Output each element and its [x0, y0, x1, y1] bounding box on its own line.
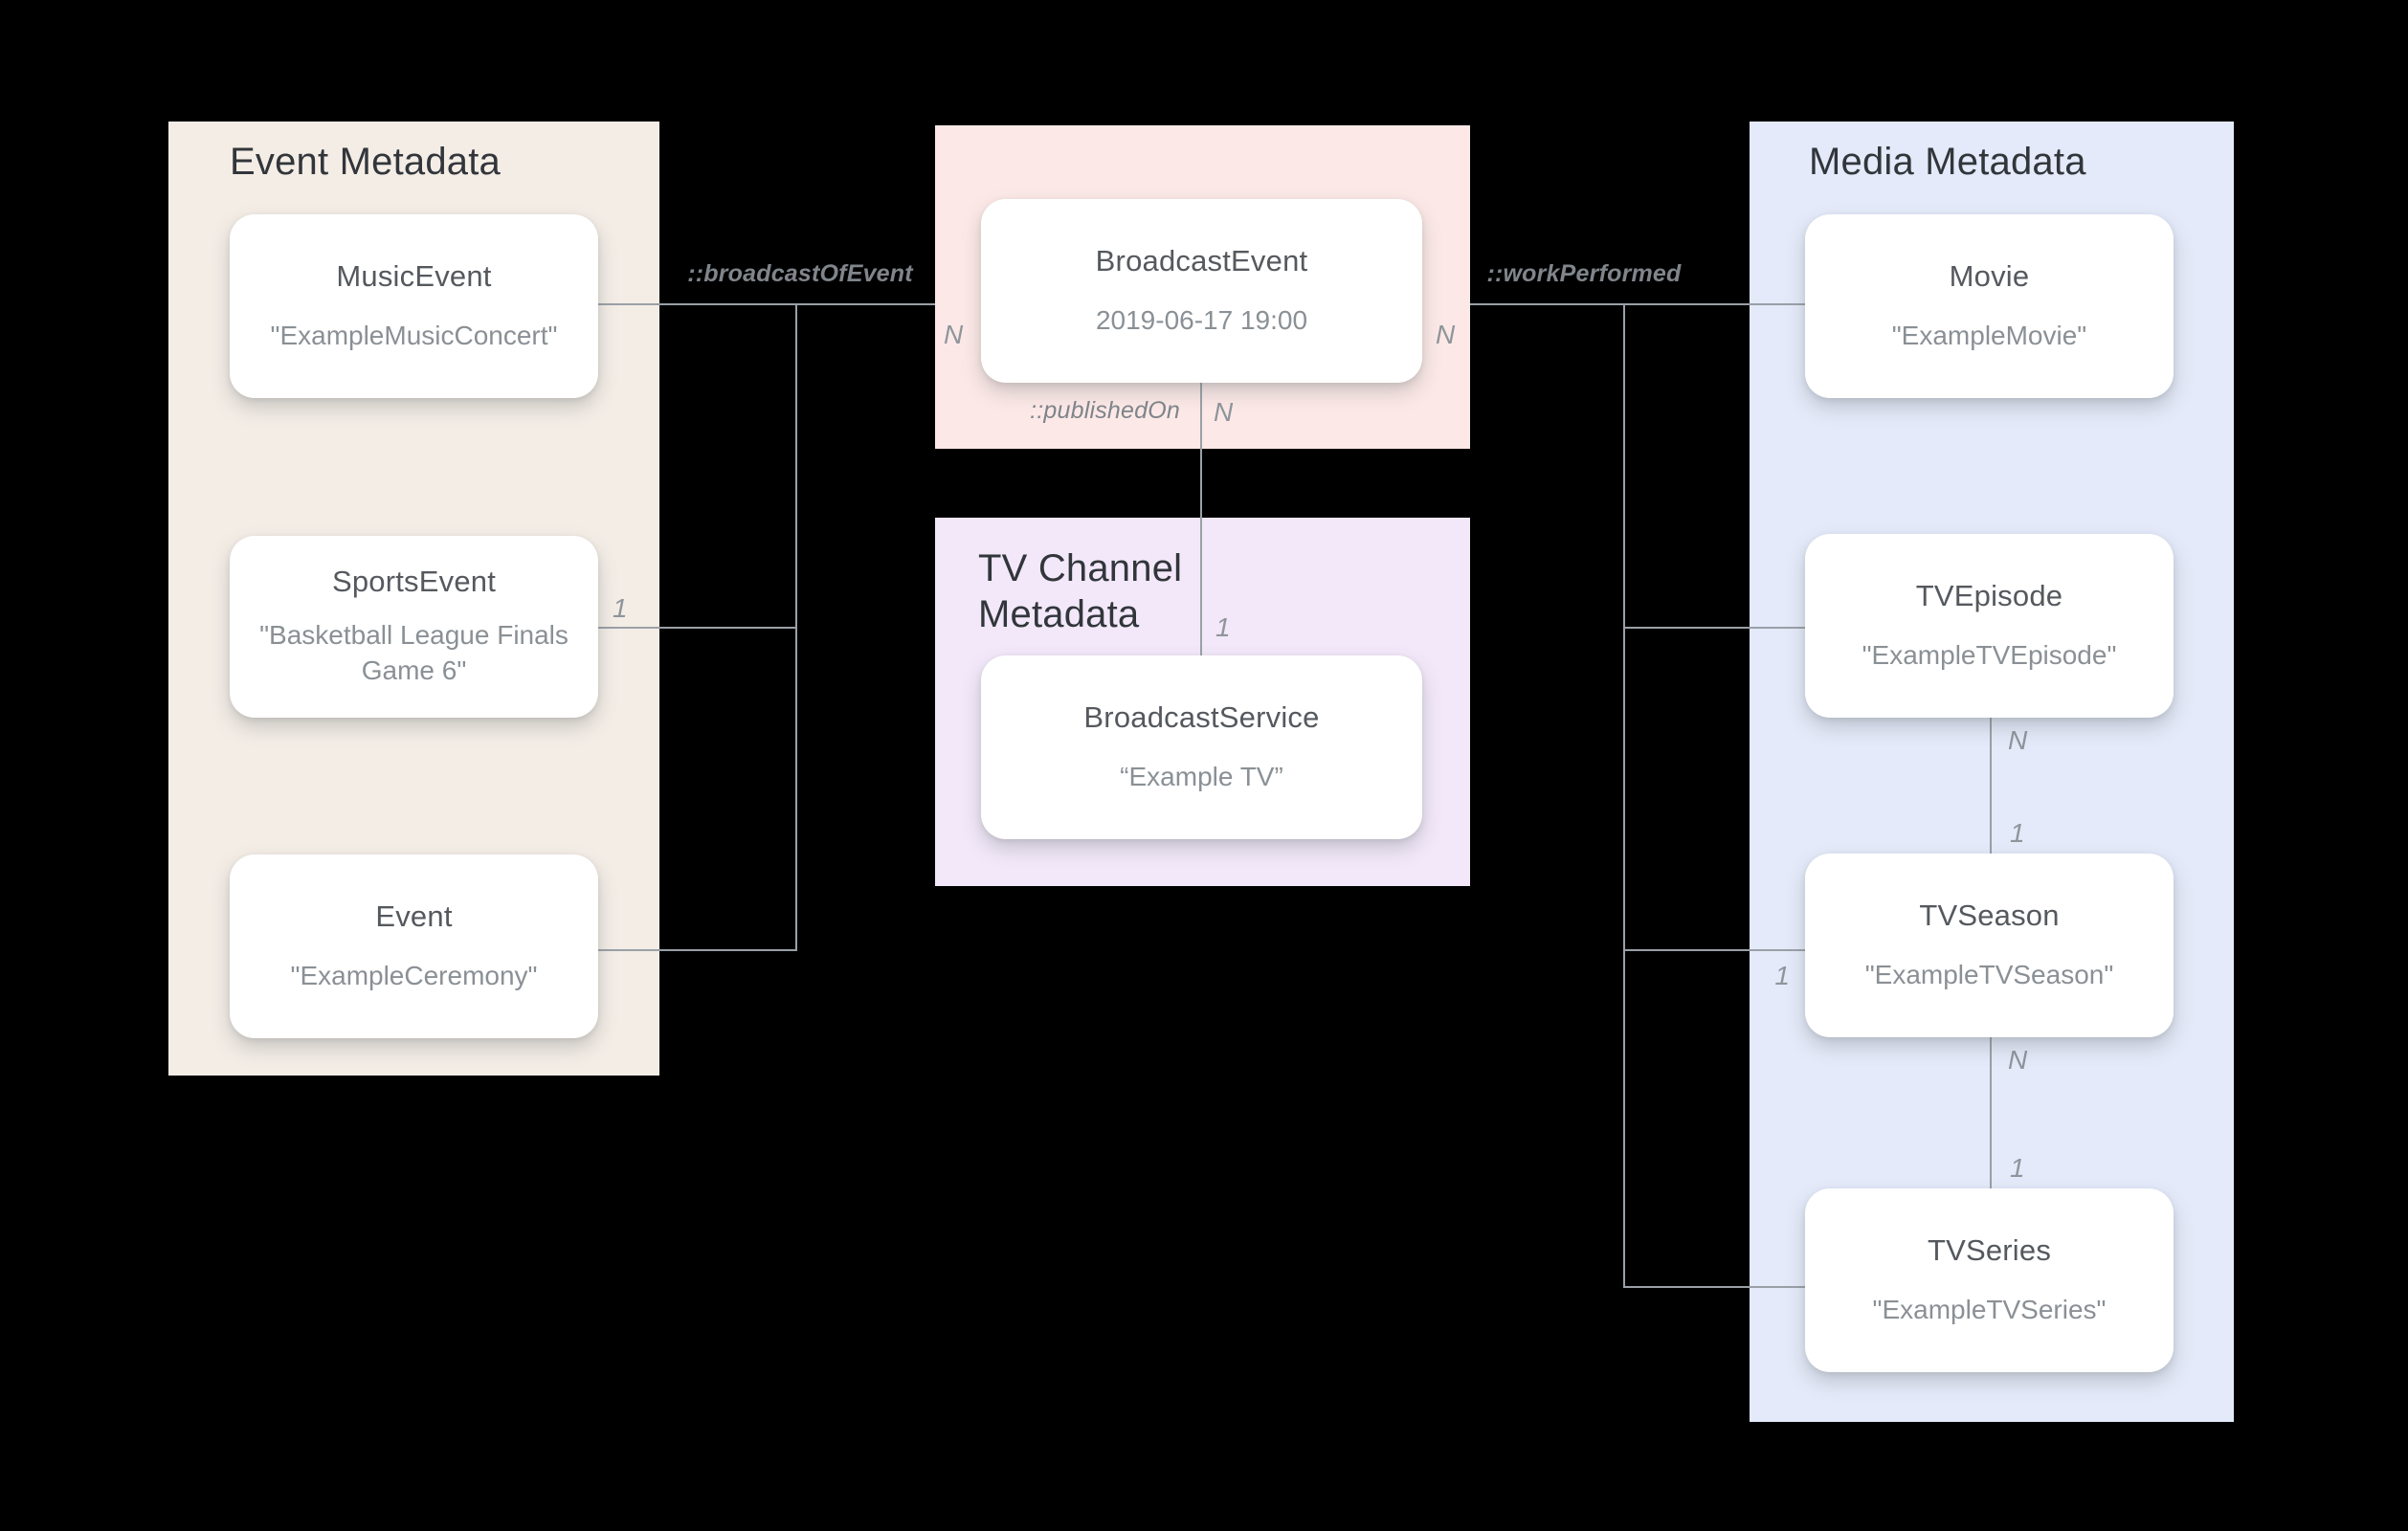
cardinality-1-season-series: 1 [2010, 1153, 2025, 1183]
node-type-label: TVSeries [1927, 1232, 2052, 1267]
node-card-tv-series: TVSeries "ExampleTVSeries" [1805, 1188, 2174, 1372]
edge-label-broadcast-of-event: ::broadcastOfEvent [687, 260, 913, 287]
node-type-label: BroadcastEvent [1095, 243, 1308, 277]
edge-line-event [598, 949, 797, 951]
cardinality-1-episode-season: 1 [2010, 818, 2025, 848]
edge-label-work-performed: ::workPerformed [1486, 260, 1682, 287]
node-card-broadcast-event: BroadcastEvent 2019-06-17 19:00 [981, 199, 1422, 383]
edge-label-published-on: ::publishedOn [1030, 397, 1180, 424]
node-name-label: “Example TV” [1120, 761, 1283, 791]
node-name-label: "ExampleTVSeason" [1864, 959, 2114, 989]
node-name-label: "ExampleTVSeries" [1872, 1294, 2107, 1324]
node-name-label: "ExampleMusicConcert" [270, 320, 558, 350]
cardinality-n-episode-season: N [2008, 725, 2028, 755]
node-type-label: MusicEvent [336, 258, 492, 293]
node-type-label: SportsEvent [331, 565, 497, 599]
node-type-label: Event [375, 899, 453, 933]
cardinality-1-sportsevent: 1 [613, 593, 628, 623]
edge-line-season-series [1990, 1037, 1992, 1189]
node-type-label: BroadcastService [1083, 699, 1320, 734]
node-card-event: Event "ExampleCeremony" [230, 854, 598, 1038]
node-type-label: TVEpisode [1915, 578, 2063, 612]
edge-line-tvseries [1623, 1286, 1807, 1288]
edge-trunk-right [1623, 303, 1625, 1288]
node-name-label: 2019-06-17 19:00 [1095, 304, 1308, 335]
edge-line-published-on [1200, 383, 1202, 655]
panel-title-tv-channel-metadata: TV Channel Metadata [978, 547, 1183, 635]
node-name-label: "ExampleCeremony" [290, 960, 538, 990]
node-name-label: "ExampleTVEpisode" [1862, 639, 2117, 670]
node-type-label: TVSeason [1919, 898, 2060, 932]
edge-trunk-left [795, 303, 797, 951]
edge-line-episode-season [1990, 718, 1992, 854]
panel-title-media-metadata: Media Metadata [1809, 141, 2086, 183]
node-card-sports-event: SportsEvent "Basketball League Finals Ga… [230, 536, 598, 718]
node-type-label: Movie [1949, 258, 2030, 293]
edge-line-sportsevent [598, 627, 797, 629]
node-card-music-event: MusicEvent "ExampleMusicConcert" [230, 214, 598, 398]
node-card-broadcast-service: BroadcastService “Example TV” [981, 655, 1422, 839]
cardinality-n-broadcastevent-left: N [944, 320, 964, 349]
cardinality-n-published-on: N [1214, 397, 1234, 427]
panel-title-event-metadata: Event Metadata [230, 141, 501, 183]
node-card-tv-season: TVSeason "ExampleTVSeason" [1805, 854, 2174, 1037]
cardinality-1-tvseason-line: 1 [1774, 961, 1790, 990]
cardinality-n-season-series: N [2008, 1045, 2028, 1075]
cardinality-1-broadcast-service: 1 [1215, 612, 1231, 642]
node-card-tv-episode: TVEpisode "ExampleTVEpisode" [1805, 534, 2174, 718]
cardinality-n-broadcastevent-right: N [1436, 320, 1456, 349]
edge-line-broadcast-of-event-musicevent [598, 303, 935, 305]
edge-line-work-performed-movie [1470, 303, 1805, 305]
edge-line-tvseason [1623, 949, 1807, 951]
node-name-label: "ExampleMovie" [1891, 320, 2087, 350]
node-name-label: "Basketball League Finals Game 6" [259, 620, 569, 685]
edge-line-tvepisode [1623, 627, 1807, 629]
node-card-movie: Movie "ExampleMovie" [1805, 214, 2174, 398]
